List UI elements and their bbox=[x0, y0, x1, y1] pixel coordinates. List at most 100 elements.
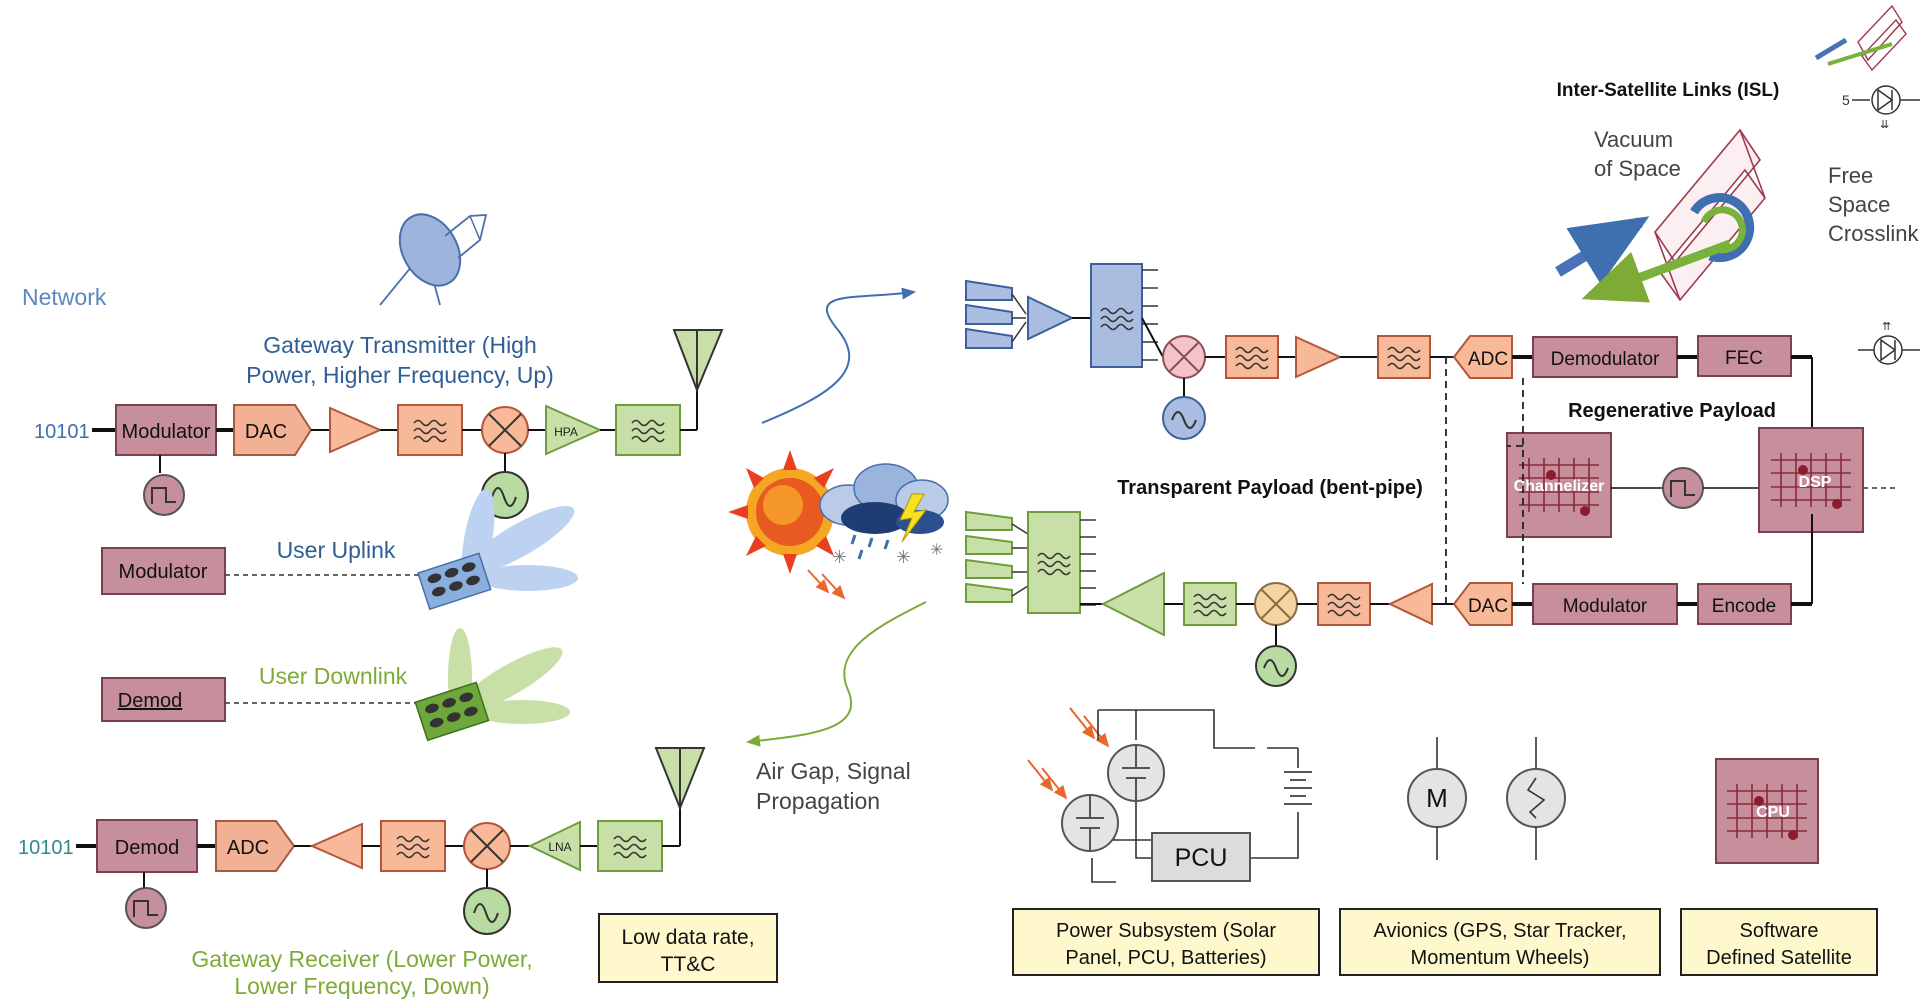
rx-amplifier-icon bbox=[309, 822, 363, 870]
tx-filter-icon bbox=[397, 404, 463, 456]
cpu-chip: CPU bbox=[1715, 758, 1819, 864]
gateway-transmitter-label: Gateway Transmitter (High bbox=[263, 332, 537, 358]
tx-horn-array-icon bbox=[965, 510, 1029, 603]
sat-pre-adc-filter-icon bbox=[1377, 335, 1431, 379]
solar-light-arrows-icon bbox=[1027, 707, 1110, 800]
sat-demodulator-block: Demodulator bbox=[1532, 336, 1678, 378]
svg-text:Low data rate,: Low data rate, bbox=[621, 926, 754, 949]
vacuum-label-2: of Space bbox=[1594, 156, 1681, 181]
svg-text:LNA: LNA bbox=[548, 840, 571, 854]
sat-tx-amplifier-icon bbox=[1100, 571, 1165, 637]
sat-adc-block: ADC bbox=[1452, 335, 1513, 379]
tx-dac-block: DAC bbox=[233, 404, 313, 456]
svg-text:ADC: ADC bbox=[1468, 349, 1508, 370]
rx-filter-icon bbox=[380, 820, 446, 872]
free-space-label-2: Space bbox=[1828, 192, 1890, 217]
sat-if-filter-icon bbox=[1225, 335, 1279, 379]
sensor-icon bbox=[1506, 737, 1566, 860]
avionics-box: Avionics (GPS, Star Tracker, Momentum Wh… bbox=[1339, 908, 1661, 976]
solar-cell-icon bbox=[1107, 744, 1165, 802]
svg-text:CPU: CPU bbox=[1756, 804, 1790, 821]
user-uplink-label: User Uplink bbox=[277, 537, 396, 563]
svg-text:Modulator: Modulator bbox=[119, 561, 208, 583]
svg-text:Demod: Demod bbox=[115, 837, 179, 859]
software-defined-satellite-box: Software Defined Satellite bbox=[1680, 908, 1878, 976]
tx-modulator-block: Modulator bbox=[115, 404, 217, 456]
svg-text:✳: ✳ bbox=[832, 547, 847, 567]
gateway-receiver-label-2: Lower Frequency, Down) bbox=[234, 973, 489, 999]
downlink-beam-icon bbox=[414, 628, 570, 742]
uplink-modulator-block: Modulator bbox=[101, 547, 226, 595]
rx-adc-block: ADC bbox=[215, 820, 296, 872]
photodiode-icon: ⇈ bbox=[1858, 321, 1920, 365]
svg-text:M: M bbox=[1426, 783, 1448, 813]
tx-mux-filter bbox=[1027, 511, 1096, 614]
uplink-beam-icon bbox=[417, 488, 578, 611]
pcu-block: PCU bbox=[1151, 832, 1251, 882]
rx-lna-icon bbox=[1027, 295, 1075, 341]
tx-green-filter-icon bbox=[615, 404, 681, 456]
lna-amplifier: LNA bbox=[527, 820, 581, 872]
transparent-payload-label: Transparent Payload (bent-pipe) bbox=[1117, 477, 1423, 499]
tx-clock-icon bbox=[143, 474, 185, 516]
bits-tx-label: 10101 bbox=[34, 421, 90, 443]
sat-fec-block: FEC bbox=[1697, 335, 1792, 377]
tx-mixer-icon bbox=[481, 406, 529, 454]
crosslink-small-icon bbox=[1814, 4, 1907, 72]
air-gap-label: Air Gap, Signal bbox=[756, 758, 911, 784]
solar-cell-icon-2 bbox=[1061, 794, 1119, 852]
rx-clock-icon bbox=[125, 887, 167, 929]
svg-text:Momentum Wheels): Momentum Wheels) bbox=[1411, 947, 1590, 969]
sat-dac-block: DAC bbox=[1452, 582, 1513, 626]
sat-if-amplifier-icon bbox=[1295, 335, 1343, 379]
sat-up-mixer-icon bbox=[1254, 582, 1298, 626]
svg-text:PCU: PCU bbox=[1175, 844, 1228, 872]
channelizer-chip: Channelizer bbox=[1506, 432, 1612, 538]
svg-text:DAC: DAC bbox=[1468, 596, 1508, 617]
svg-text:Modulator: Modulator bbox=[1563, 596, 1648, 617]
sat-down-mixer-icon bbox=[1162, 335, 1206, 379]
bits-rx-label: 10101 bbox=[18, 837, 74, 859]
isl-title: Inter-Satellite Links (ISL) bbox=[1557, 80, 1780, 101]
low-data-rate-box: Low data rate, TT&C bbox=[598, 913, 778, 983]
sat-modulator-block: Modulator bbox=[1532, 583, 1678, 625]
free-space-label-3: Crosslink bbox=[1828, 221, 1919, 246]
sat-tx-lo-icon bbox=[1255, 645, 1297, 687]
svg-text:Modulator: Modulator bbox=[122, 421, 211, 443]
gateway-transmitter-label-2: Power, Higher Frequency, Up) bbox=[246, 362, 554, 388]
svg-text:Demod: Demod bbox=[118, 690, 182, 712]
motor-icon: M bbox=[1407, 737, 1467, 860]
rx-horn-array-icon bbox=[965, 279, 1027, 349]
sat-post-dac-filter-icon bbox=[1317, 582, 1371, 626]
svg-text:FEC: FEC bbox=[1725, 348, 1763, 369]
svg-text:Channelizer: Channelizer bbox=[1514, 478, 1605, 495]
power-subsystem-box: Power Subsystem (Solar Panel, PCU, Batte… bbox=[1012, 908, 1320, 976]
svg-text:ADC: ADC bbox=[227, 837, 269, 859]
svg-text:5: 5 bbox=[1842, 92, 1850, 108]
svg-text:✳: ✳ bbox=[930, 542, 943, 559]
svg-text:⇈: ⇈ bbox=[1882, 321, 1891, 333]
sun-icon bbox=[728, 450, 852, 574]
rx-oscillator-icon bbox=[463, 887, 511, 935]
battery-icon bbox=[1284, 771, 1312, 805]
rx-demod-block: Demod bbox=[96, 819, 198, 873]
isl-terminal-icon bbox=[1555, 128, 1767, 303]
regen-clock-icon bbox=[1662, 467, 1704, 509]
vacuum-label: Vacuum bbox=[1594, 127, 1673, 152]
svg-text:TT&C: TT&C bbox=[661, 953, 716, 976]
sat-tx-filter-icon bbox=[1183, 582, 1237, 626]
svg-text:DSP: DSP bbox=[1799, 474, 1832, 491]
svg-text:Panel, PCU, Batteries): Panel, PCU, Batteries) bbox=[1065, 947, 1266, 969]
svg-text:✳: ✳ bbox=[896, 547, 911, 567]
hpa-amplifier: HPA bbox=[545, 404, 603, 456]
downlink-demod-block: Demod bbox=[101, 677, 226, 722]
sat-lo-oscillator-icon bbox=[1162, 396, 1206, 440]
svg-text:HPA: HPA bbox=[554, 425, 578, 439]
network-label: Network bbox=[22, 284, 107, 310]
air-gap-label-2: Propagation bbox=[756, 788, 880, 814]
sat-driver-amp-icon bbox=[1387, 582, 1433, 626]
svg-text:DAC: DAC bbox=[245, 421, 287, 443]
tx-antenna-icon bbox=[672, 329, 724, 393]
radiation-arrows-icon bbox=[807, 569, 846, 600]
